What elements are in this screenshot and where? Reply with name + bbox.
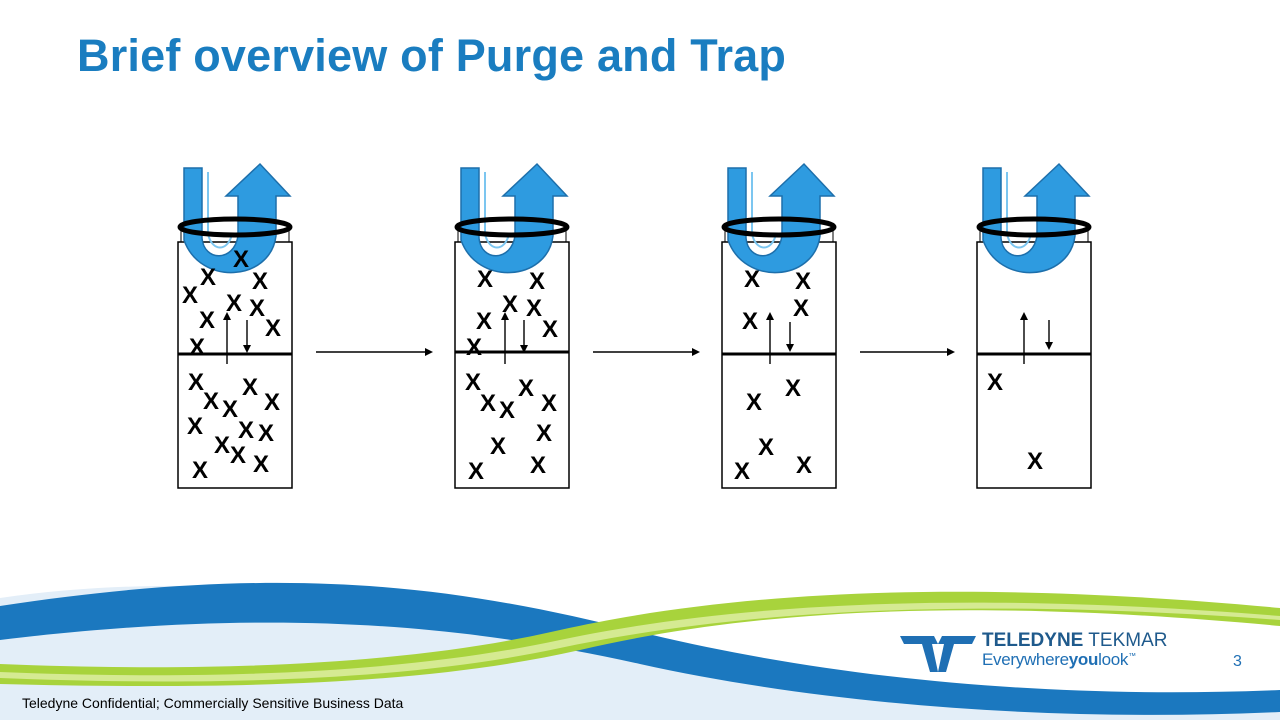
vessel-seal-ring bbox=[976, 216, 1092, 238]
analyte-marker: X bbox=[477, 266, 493, 293]
arrow-up-head-icon bbox=[501, 312, 509, 320]
arrow-up-head-icon bbox=[766, 312, 774, 320]
analyte-marker: X bbox=[793, 295, 809, 322]
analyte-marker: X bbox=[499, 397, 515, 424]
analyte-marker: X bbox=[785, 375, 801, 402]
arrow-right-head-icon bbox=[425, 348, 433, 356]
analyte-marker: X bbox=[249, 295, 265, 322]
arrow-right-head-icon bbox=[947, 348, 955, 356]
analyte-marker: X bbox=[199, 307, 215, 334]
sample-vessel bbox=[454, 241, 570, 489]
analyte-marker: X bbox=[233, 246, 249, 273]
analyte-marker: X bbox=[252, 268, 268, 295]
sample-vessel bbox=[976, 241, 1092, 489]
analyte-marker: X bbox=[526, 295, 542, 322]
analyte-marker: X bbox=[226, 290, 242, 317]
analyte-marker: X bbox=[502, 291, 518, 318]
analyte-marker: X bbox=[744, 266, 760, 293]
analyte-marker: X bbox=[490, 433, 506, 460]
analyte-marker: X bbox=[742, 308, 758, 335]
logo-trademark: ™ bbox=[1128, 651, 1136, 661]
vessel-seal-ring bbox=[721, 216, 837, 238]
logo-tagline-everywhere: Everywhere bbox=[982, 650, 1069, 669]
analyte-marker: X bbox=[182, 282, 198, 309]
teledyne-tekmar-logo: TELEDYNE TEKMAR Everywhereyoulook™ bbox=[900, 628, 1167, 678]
teledyne-triangle-logo-icon bbox=[900, 636, 976, 672]
analyte-marker: X bbox=[536, 420, 552, 447]
analyte-marker: X bbox=[542, 316, 558, 343]
analyte-marker: X bbox=[214, 432, 230, 459]
analyte-marker: X bbox=[466, 334, 482, 361]
analyte-marker: X bbox=[529, 268, 545, 295]
analyte-marker: X bbox=[188, 369, 204, 396]
analyte-marker: X bbox=[238, 417, 254, 444]
analyte-marker: X bbox=[795, 268, 811, 295]
arrow-down-head-icon bbox=[786, 344, 794, 352]
analyte-marker: X bbox=[187, 413, 203, 440]
logo-brand: TELEDYNE TEKMAR bbox=[982, 630, 1167, 652]
analyte-marker: X bbox=[796, 452, 812, 479]
arrow-down-head-icon bbox=[1045, 342, 1053, 350]
analyte-marker: X bbox=[530, 452, 546, 479]
analyte-marker: X bbox=[189, 334, 205, 361]
arrow-down-head-icon bbox=[520, 345, 528, 353]
confidentiality-footer: Teledyne Confidential; Commercially Sens… bbox=[22, 695, 404, 711]
logo-tagline-you: you bbox=[1068, 650, 1099, 669]
analyte-marker: X bbox=[242, 374, 258, 401]
arrow-up-head-icon bbox=[223, 312, 231, 320]
analyte-marker: X bbox=[192, 457, 208, 484]
purge-stage-4: XX bbox=[976, 162, 1092, 489]
analyte-marker: X bbox=[258, 420, 274, 447]
arrow-up-head-icon bbox=[1020, 312, 1028, 320]
slide-title: Brief overview of Purge and Trap bbox=[77, 30, 787, 81]
analyte-marker: X bbox=[758, 434, 774, 461]
analyte-marker: X bbox=[476, 308, 492, 335]
sample-vessel bbox=[721, 241, 837, 489]
analyte-marker: X bbox=[480, 390, 496, 417]
analyte-marker: X bbox=[264, 389, 280, 416]
analyte-marker: X bbox=[518, 375, 534, 402]
logo-brand-teledyne: TELEDYNE bbox=[982, 630, 1084, 651]
sample-vessel bbox=[177, 241, 293, 489]
logo-brand-tekmar: TEKMAR bbox=[1088, 630, 1168, 651]
analyte-marker: X bbox=[746, 389, 762, 416]
analyte-marker: X bbox=[541, 390, 557, 417]
analyte-marker: X bbox=[253, 451, 269, 478]
arrow-down-head-icon bbox=[243, 345, 251, 353]
analyte-marker: X bbox=[1027, 448, 1043, 475]
analyte-marker: X bbox=[222, 396, 238, 423]
analyte-marker: X bbox=[734, 458, 750, 485]
analyte-marker: X bbox=[465, 369, 481, 396]
vessel-seal-ring bbox=[454, 216, 570, 238]
analyte-marker: X bbox=[468, 458, 484, 485]
logo-tagline: Everywhereyoulook™ bbox=[982, 650, 1136, 670]
analyte-marker: X bbox=[230, 442, 246, 469]
page-number: 3 bbox=[1233, 653, 1242, 670]
analyte-marker: X bbox=[265, 315, 281, 342]
arrow-right-head-icon bbox=[692, 348, 700, 356]
analyte-marker: X bbox=[987, 369, 1003, 396]
analyte-marker: X bbox=[200, 264, 216, 291]
vessel-seal-ring bbox=[177, 216, 293, 238]
analyte-marker: X bbox=[203, 388, 219, 415]
logo-tagline-look: look bbox=[1098, 650, 1129, 669]
background-swoosh bbox=[0, 582, 1280, 720]
